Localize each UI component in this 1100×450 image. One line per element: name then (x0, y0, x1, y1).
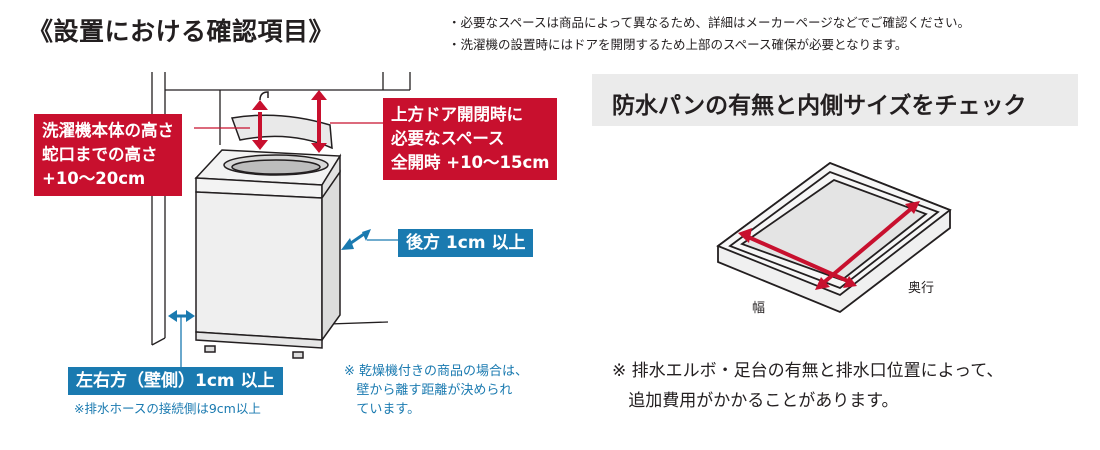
note-line: ・必要なスペースは商品によって異なるため、詳細はメーカーページなどでご確認くださ… (448, 15, 971, 30)
drain-hose-note: ※排水ホースの接続側は9cm以上 (74, 401, 261, 416)
additional-cost-note: ※ 排水エルボ・足台の有無と排水口位置によって、 追加費用がかかることがあります… (612, 361, 1004, 411)
callout-line: 上方ドア開閉時に (391, 105, 523, 124)
rear-clearance-callout: 後方 1cm 以上 (398, 229, 534, 257)
door-clearance-callout: 上方ドア開閉時に 必要なスペース 全開時 +10〜15cm (383, 98, 558, 180)
pan-size-arrows (738, 201, 920, 290)
dryer-note: ※ 乾燥機付きの商品の場合は、 壁から離す距離が決められ ています。 (344, 364, 529, 417)
callout-line: 全開時 +10〜15cm (391, 153, 550, 172)
callout-line: 蛇口までの高さ (42, 145, 158, 164)
red-dimension-arrows (252, 90, 327, 153)
height-callout: 洗濯機本体の高さ 蛇口までの高さ +10〜20cm (34, 114, 182, 196)
side-clearance-callout: 左右方（壁側）1cm 以上 (68, 367, 283, 395)
page-title: 《設置における確認項目》 (28, 17, 335, 46)
pan-width-label: 幅 (752, 301, 766, 316)
callout-line: 洗濯機本体の高さ (42, 121, 174, 140)
pan-section-title: 防水パンの有無と内側サイズをチェック (612, 93, 1027, 119)
callout-line: 必要なスペース (391, 129, 505, 148)
washing-machine-icon (194, 91, 342, 359)
pan-header-background (592, 74, 1078, 126)
pan-depth-label: 奥行 (908, 281, 935, 296)
callout-line: +10〜20cm (42, 169, 146, 188)
note-line: ・洗濯機の設置時にはドアを開閉するため上部のスペース確保が必要となります。 (448, 37, 908, 52)
general-notes: ・必要なスペースは商品によって異なるため、詳細はメーカーページなどでご確認くださ… (448, 12, 970, 56)
